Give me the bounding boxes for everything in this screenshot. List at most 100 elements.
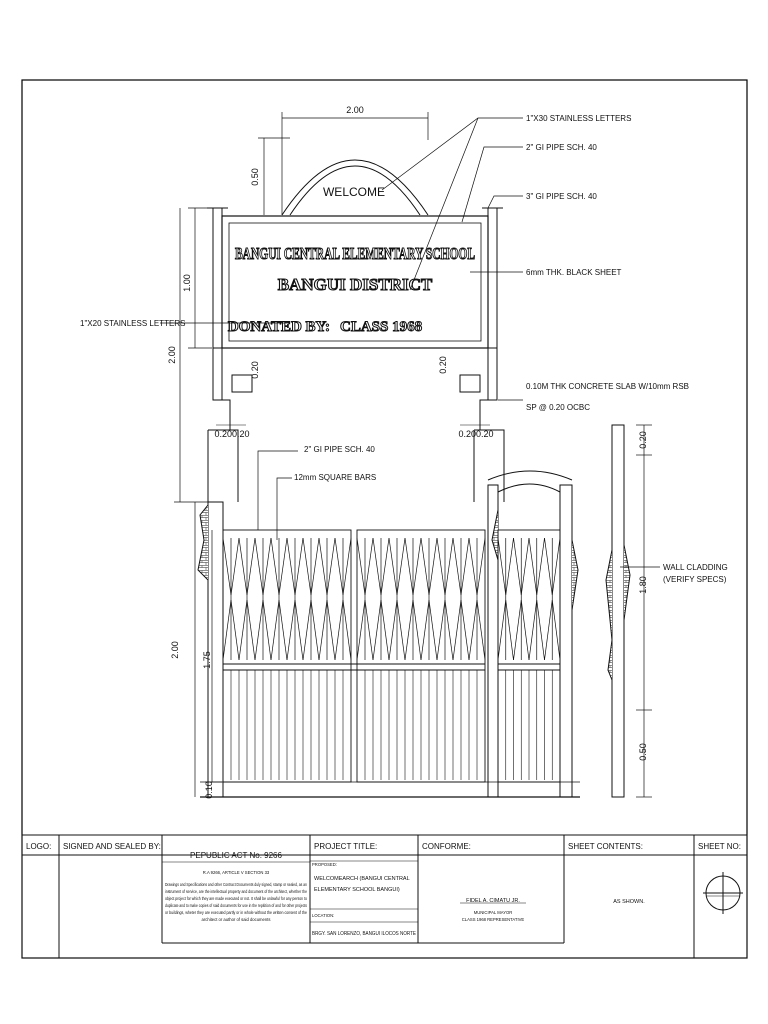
callout-cladding-2: (VERIFY SPECS) bbox=[663, 575, 727, 584]
gate-zigzag-bar bbox=[396, 599, 406, 661]
sheet-no-symbol-icon bbox=[703, 872, 743, 914]
gate-zigzag-bar bbox=[428, 599, 438, 661]
sign-board bbox=[221, 215, 489, 349]
gate-zigzag-bar bbox=[254, 537, 264, 596]
dim-left-verticals bbox=[174, 207, 212, 503]
gate-zigzag-bar bbox=[444, 537, 454, 596]
ra-text-3: object project for which they are made e… bbox=[165, 896, 308, 901]
sign-line-3a: DONATED BY: bbox=[228, 319, 330, 335]
gate-zigzag-bar bbox=[505, 537, 514, 596]
gate-zigzag-bar bbox=[460, 537, 470, 596]
gate-zigzag-bar bbox=[544, 599, 553, 661]
gate-zigzag-bar bbox=[246, 599, 256, 661]
dim-post-offset-left-label: 0.20 bbox=[250, 361, 260, 379]
gate-zigzag-bar bbox=[513, 537, 522, 596]
gate-zigzag-bar bbox=[356, 599, 366, 661]
location-label: LOCATION: bbox=[312, 913, 334, 918]
gate-zigzag-bar bbox=[372, 599, 382, 661]
republic-act: PEPUBLIC ACT No. 9266 bbox=[190, 851, 282, 860]
gate-zigzag-bar bbox=[420, 599, 430, 661]
dim-arch-height-label: 0.50 bbox=[250, 168, 260, 186]
callout-stainless-20: 1"X20 STAINLESS LETTERS bbox=[80, 319, 185, 328]
left-column-lower bbox=[197, 501, 224, 798]
gate-zigzag-bar bbox=[388, 537, 398, 596]
dim-bottom-label: 0.10 bbox=[204, 781, 214, 799]
gate-zigzag-bar bbox=[222, 599, 232, 661]
gate-zigzag-bar bbox=[452, 599, 462, 661]
dim-upper-height-label: 2.00 bbox=[167, 346, 177, 364]
gate-zigzag-bar bbox=[520, 599, 530, 661]
dim-overall-width-label: 2.00 bbox=[346, 105, 364, 115]
dim-base-left-label: 0.200.20 bbox=[214, 429, 249, 439]
gate-zigzag-bar bbox=[436, 599, 446, 661]
callout-black-sheet: 6mm THK. BLACK SHEET bbox=[526, 268, 622, 277]
dim-gate-height-label: 1.75 bbox=[202, 651, 212, 669]
gate-zigzag-bar bbox=[468, 537, 478, 596]
gate-zigzag-bar bbox=[476, 599, 486, 661]
location: BRGY. SAN LORENZO, BANGUI ILOCOS NORTE bbox=[312, 931, 416, 937]
gate-zigzag-bar bbox=[551, 537, 561, 596]
gate-zigzag-bar bbox=[528, 599, 538, 661]
gate-zigzag-bar bbox=[520, 537, 530, 596]
project-label: PROJECT TITLE: bbox=[314, 842, 377, 851]
ra-text-1: Drawings and Specifications and other Co… bbox=[165, 882, 308, 887]
gate-zigzag-bar bbox=[380, 537, 390, 596]
gate-zigzag-bar bbox=[302, 537, 312, 596]
conforme-name: FIDEL A. CIMATU JR. bbox=[466, 898, 520, 904]
gate-zigzag-bar bbox=[294, 537, 304, 596]
conforme-role-1: MUNICIPAL MAYOR bbox=[474, 910, 513, 915]
dim-overall-width bbox=[281, 112, 429, 215]
gate-zigzag-bar bbox=[396, 537, 406, 596]
gate-zigzag-bar bbox=[342, 537, 352, 596]
welcome-text: WELCOME bbox=[323, 185, 385, 199]
callout-stainless-30: 1"X30 STAINLESS LETTERS bbox=[526, 114, 631, 123]
logo-label: LOGO: bbox=[26, 842, 51, 851]
gate-zigzag-bar bbox=[497, 537, 507, 596]
gate-group bbox=[200, 529, 580, 798]
gate-zigzag-bar bbox=[278, 599, 288, 661]
contents-label: SHEET CONTENTS: bbox=[568, 842, 643, 851]
dim-wall-verticals bbox=[636, 424, 652, 798]
gate-zigzag-bar bbox=[388, 599, 398, 661]
gate-zigzag-bar bbox=[364, 599, 374, 661]
signed-label: SIGNED AND SEALED BY: bbox=[63, 842, 161, 851]
gate-zigzag-bar bbox=[310, 599, 320, 661]
gate-zigzag-bar bbox=[513, 599, 522, 661]
gate-zigzag-bar bbox=[310, 537, 320, 596]
contents-value: AS SHOWN. bbox=[613, 899, 645, 905]
gate-zigzag-bar bbox=[404, 599, 414, 661]
dim-arch-height bbox=[258, 137, 290, 215]
dim-base-right-label: 0.200.20 bbox=[458, 429, 493, 439]
gate-zigzag-bar bbox=[364, 537, 374, 596]
welcome-arch: WELCOME bbox=[281, 159, 429, 216]
gate-zigzag-bar bbox=[536, 537, 545, 596]
sign-line-2: BANGUI DISTRICT bbox=[278, 275, 433, 294]
gate-zigzag-bar bbox=[404, 537, 414, 596]
ra-text-5: or buildings, wheter they are executed p… bbox=[165, 910, 308, 915]
gate-zigzag-bar bbox=[238, 599, 248, 661]
gate-zigzag-bar bbox=[334, 537, 344, 596]
gate-zigzag-bar bbox=[230, 537, 240, 596]
sheet-border bbox=[21, 79, 748, 959]
gate-zigzag-bar bbox=[460, 599, 470, 661]
callout-slab-2: SP @ 0.20 OCBC bbox=[526, 403, 590, 412]
gate-zigzag-bar bbox=[326, 537, 336, 596]
gate-zigzag-bar bbox=[505, 599, 514, 661]
gate-zigzag-bar bbox=[468, 599, 478, 661]
dim-gate-verticals bbox=[194, 502, 222, 798]
callout-gi-pipe-2-gate: 2" GI PIPE SCH. 40 bbox=[304, 445, 375, 454]
proposed-label: PROPOSED: bbox=[312, 862, 337, 867]
gate-zigzag-bar bbox=[318, 537, 328, 596]
gate-zigzag-bar bbox=[326, 599, 336, 661]
gate-zigzag-bar bbox=[278, 537, 288, 596]
callout-slab-1: 0.10M THK CONCRETE SLAB W/10mm RSB bbox=[526, 382, 689, 391]
gate-zigzag-bar bbox=[222, 537, 232, 596]
gate-zigzag-bar bbox=[528, 537, 538, 596]
gate-zigzag-bar bbox=[246, 537, 256, 596]
gate-zigzag-bar bbox=[412, 599, 422, 661]
gate-zigzag-bar bbox=[544, 537, 553, 596]
gate-zigzag-bar bbox=[356, 537, 366, 596]
dim-post-offset-right-label: 0.20 bbox=[438, 356, 448, 374]
title-block bbox=[21, 834, 748, 959]
gate-zigzag-bar bbox=[302, 599, 312, 661]
